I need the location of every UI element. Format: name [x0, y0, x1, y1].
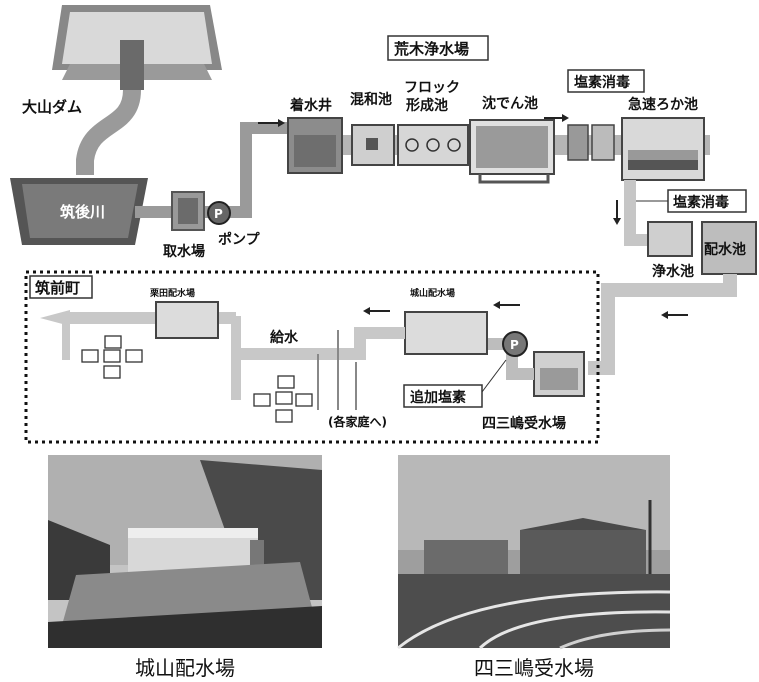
rapid-filter: [621, 117, 705, 181]
jouyama-feed-pipe: [488, 338, 534, 380]
kurita-tank: [155, 301, 219, 339]
town-label: 筑前町: [34, 279, 80, 297]
distribution-pond: [701, 221, 757, 275]
dam-illustration: [52, 5, 222, 90]
kurita-small-label: 栗田配水場: [150, 287, 195, 299]
chlorine1-label: 塩素消毒: [574, 74, 630, 91]
flow-arrow: [493, 301, 520, 309]
floc-label-line1: フロック: [404, 80, 460, 96]
receiving-well-label: 着水井: [289, 97, 332, 114]
pump-symbol: P: [214, 207, 223, 221]
jouyama-tank: [404, 311, 488, 355]
extra-chlorine-box: [403, 384, 483, 408]
intake-station: [171, 191, 205, 231]
filter-to-clearwell-pipe: [624, 180, 648, 246]
jouyama-small-label: 城山配水場: [410, 287, 455, 299]
booster-pump-symbol: P: [510, 338, 519, 352]
flow-arrow: [544, 114, 569, 122]
dam-to-river-pipe: [76, 89, 141, 175]
left-photo-caption: 城山配水場: [135, 656, 235, 680]
supply-label: 給水: [270, 329, 299, 346]
flow-arrow: [613, 200, 621, 225]
receiving-well: [287, 117, 343, 174]
houses-cluster-left: [81, 335, 143, 379]
river-basin: [10, 178, 148, 245]
chlorine2-label: 塩素消毒: [673, 194, 729, 211]
distribution-main-pipe: [588, 274, 737, 375]
mixing-basin: [351, 124, 395, 166]
supply-main-pipe: [236, 327, 405, 360]
clear-well-label: 浄水池: [652, 263, 694, 280]
flow-arrow: [363, 307, 390, 315]
yotsu-receiving-tank: [533, 351, 585, 397]
chlorine1-dosing: [567, 124, 615, 161]
jouyama-photo: [48, 455, 322, 648]
rapid-filter-label: 急速ろか池: [628, 96, 698, 113]
yotsu-photo: [397, 455, 671, 650]
pump-label: ポンプ: [218, 231, 261, 248]
intake-label: 取水場: [163, 243, 205, 260]
sedimentation-basin: [469, 119, 555, 184]
mixing-basin-label: 混和池: [350, 91, 392, 108]
homes-label: (各家庭へ): [328, 414, 387, 429]
intake-pipe: [135, 122, 290, 218]
dam-label: 大山ダム: [22, 98, 82, 116]
extra-chlorine-leader: [481, 359, 507, 393]
river-label: 筑後川: [59, 203, 105, 221]
booster-pump: [502, 331, 528, 357]
flow-arrow: [258, 119, 285, 127]
plant-title-box: [387, 35, 489, 61]
houses-cluster-center: [253, 375, 313, 423]
flow-arrow: [661, 311, 688, 319]
extra-chlorine-label: 追加塩素: [410, 389, 466, 406]
plant-title: 荒木浄水場: [394, 40, 469, 58]
chlorine1-box: [567, 69, 645, 93]
right-photo-caption: 四三嶋受水場: [474, 656, 594, 680]
sedimentation-label: 沈でん池: [482, 95, 538, 112]
distribution-pond-label: 配水池: [704, 241, 746, 258]
pump-circle: [207, 201, 231, 225]
floc-basin: [397, 124, 469, 166]
yotsu-label: 四三嶋受水場: [482, 415, 566, 432]
floc-label-line2: 形成池: [406, 97, 448, 114]
clear-well: [647, 221, 693, 257]
town-label-box: [29, 275, 93, 299]
